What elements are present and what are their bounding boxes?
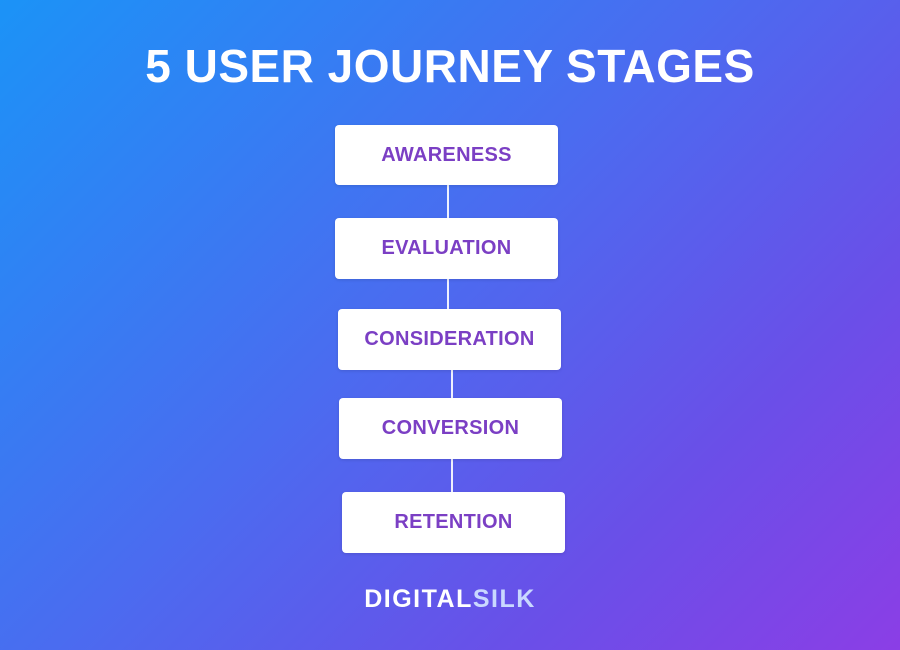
connector-line — [447, 185, 449, 218]
connector-line — [451, 459, 453, 492]
stage-box-awareness: AWARENESS — [335, 125, 558, 185]
stage-label: EVALUATION — [381, 237, 512, 259]
connector-line — [451, 370, 453, 398]
stage-label: CONVERSION — [381, 417, 520, 439]
stage-label: RETENTION — [394, 511, 513, 533]
stage-label: AWARENESS — [381, 143, 512, 166]
brand-logo-part1: DIGITAL — [364, 585, 473, 613]
brand-logo: DIGITALSILK — [0, 585, 900, 614]
diagram-title: 5 USER JOURNEY STAGES — [145, 40, 755, 92]
brand-logo-part2: SILK — [472, 585, 536, 613]
stage-box-evaluation: EVALUATION — [335, 218, 558, 279]
stage-box-consideration: CONSIDERATION — [338, 309, 561, 370]
stage-label: CONSIDERATION — [364, 328, 535, 350]
stage-box-conversion: CONVERSION — [339, 398, 562, 459]
stage-box-retention: RETENTION — [342, 492, 565, 553]
connector-line — [447, 279, 449, 309]
